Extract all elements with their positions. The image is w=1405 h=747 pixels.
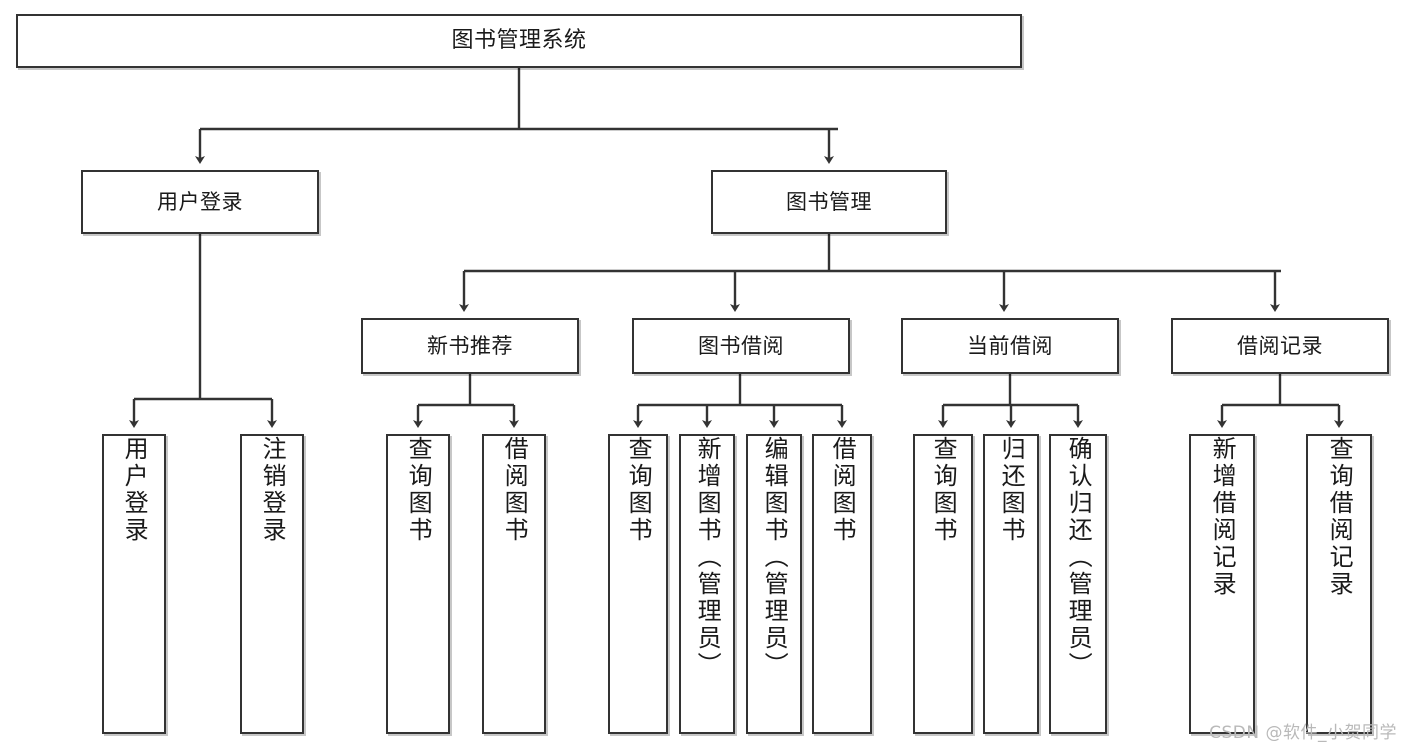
leaf-add-record[interactable]: 新增借阅记录 xyxy=(1189,434,1255,734)
leaf-query-book-1-label: 查询图书 xyxy=(404,436,433,544)
node-book-borrow[interactable]: 图书借阅 xyxy=(632,318,850,374)
leaf-query-book-1[interactable]: 查询图书 xyxy=(386,434,450,734)
node-new-book-rec-label: 新书推荐 xyxy=(427,333,513,358)
node-user-login[interactable]: 用户登录 xyxy=(81,170,319,234)
leaf-confirm-return-label: 确认归还（管理员） xyxy=(1064,436,1093,679)
leaf-borrow-book-1-label: 借阅图书 xyxy=(500,436,529,544)
node-new-book-rec[interactable]: 新书推荐 xyxy=(361,318,579,374)
leaf-borrow-book-1[interactable]: 借阅图书 xyxy=(482,434,546,734)
leaf-query-book-3-label: 查询图书 xyxy=(929,436,958,544)
node-root[interactable]: 图书管理系统 xyxy=(16,14,1022,68)
leaf-query-book-3[interactable]: 查询图书 xyxy=(913,434,973,734)
leaf-edit-book-label: 编辑图书（管理员） xyxy=(760,436,789,679)
leaf-query-record[interactable]: 查询借阅记录 xyxy=(1306,434,1372,734)
leaf-confirm-return[interactable]: 确认归还（管理员） xyxy=(1049,434,1107,734)
leaf-logout[interactable]: 注销登录 xyxy=(240,434,304,734)
leaf-borrow-book-2[interactable]: 借阅图书 xyxy=(812,434,872,734)
leaf-user-login-label: 用户登录 xyxy=(120,436,149,544)
node-current-borrow[interactable]: 当前借阅 xyxy=(901,318,1119,374)
leaf-edit-book[interactable]: 编辑图书（管理员） xyxy=(746,434,802,734)
leaf-logout-label: 注销登录 xyxy=(258,436,287,544)
node-book-borrow-label: 图书借阅 xyxy=(698,333,784,358)
node-borrow-record[interactable]: 借阅记录 xyxy=(1171,318,1389,374)
leaf-return-book-label: 归还图书 xyxy=(997,436,1026,544)
node-user-login-label: 用户登录 xyxy=(157,189,243,214)
leaf-query-book-2-label: 查询图书 xyxy=(624,436,653,544)
node-book-manage[interactable]: 图书管理 xyxy=(711,170,947,234)
node-borrow-record-label: 借阅记录 xyxy=(1237,333,1323,358)
leaf-query-book-2[interactable]: 查询图书 xyxy=(608,434,668,734)
leaf-borrow-book-2-label: 借阅图书 xyxy=(828,436,857,544)
leaf-add-record-label: 新增借阅记录 xyxy=(1208,436,1237,598)
node-current-borrow-label: 当前借阅 xyxy=(967,333,1053,358)
node-root-label: 图书管理系统 xyxy=(451,28,587,53)
leaf-add-book[interactable]: 新增图书（管理员） xyxy=(679,434,735,734)
node-book-manage-label: 图书管理 xyxy=(786,189,872,214)
leaf-query-record-label: 查询借阅记录 xyxy=(1325,436,1354,598)
leaf-user-login[interactable]: 用户登录 xyxy=(102,434,166,734)
leaf-return-book[interactable]: 归还图书 xyxy=(983,434,1039,734)
watermark: CSDN @软件_小贺同学 xyxy=(1209,723,1397,743)
leaf-add-book-label: 新增图书（管理员） xyxy=(693,436,722,679)
